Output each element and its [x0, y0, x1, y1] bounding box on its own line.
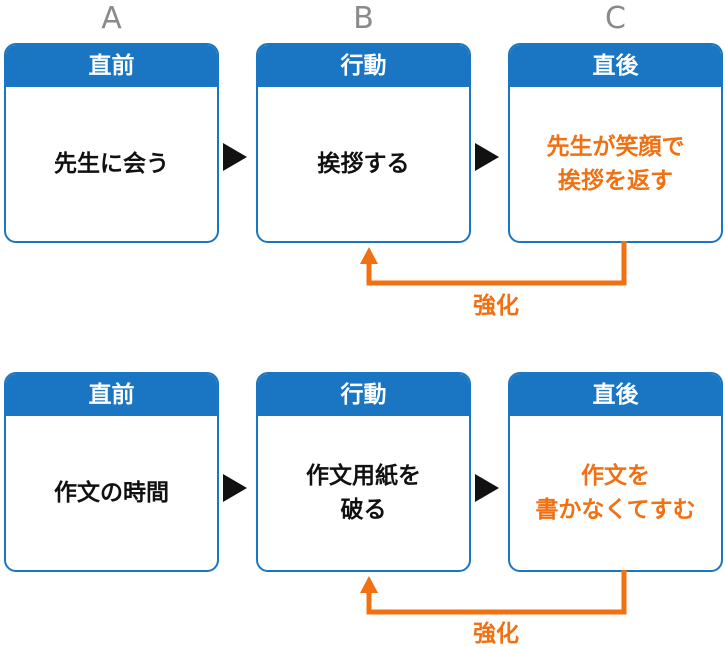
- row1-behavior-header: 行動: [258, 45, 469, 87]
- row1-consequence-box: 直後 先生が笑顔で 挨拶を返す: [508, 43, 723, 243]
- row2-reinforcement-label: 強化: [473, 621, 519, 647]
- row1-consequence-header: 直後: [510, 45, 721, 87]
- row2-behavior-box: 行動 作文用紙を 破る: [256, 372, 471, 572]
- row2-consequence-text: 作文を 書かなくてすむ: [535, 463, 696, 523]
- row2-consequence-header: 直後: [510, 374, 721, 416]
- row2-behavior-header: 行動: [258, 374, 469, 416]
- row2-antecedent-box: 直前 作文の時間: [4, 372, 219, 572]
- column-label-a: A: [101, 1, 122, 36]
- row1-flow-arrow-ab: [223, 143, 247, 171]
- row1-antecedent-box: 直前 先生に会う: [4, 43, 219, 243]
- column-label-c: C: [605, 1, 626, 36]
- row2-flow-arrow-ab: [223, 474, 247, 502]
- row1-antecedent-text: 先生に会う: [54, 151, 169, 177]
- row2-behavior-text: 作文用紙を 破る: [306, 463, 421, 523]
- row1-reinforcement-label: 強化: [473, 293, 519, 319]
- row1-behavior-text: 挨拶する: [317, 151, 410, 177]
- row1-flow-arrow-bc: [475, 143, 499, 171]
- row2-antecedent-text: 作文の時間: [54, 480, 169, 506]
- column-label-b: B: [353, 1, 374, 36]
- row2-antecedent-header: 直前: [6, 374, 217, 416]
- row1-antecedent-header: 直前: [6, 45, 217, 87]
- row2-consequence-box: 直後 作文を 書かなくてすむ: [508, 372, 723, 572]
- row1-behavior-box: 行動 挨拶する: [256, 43, 471, 243]
- row1-consequence-text: 先生が笑顔で 挨拶を返す: [546, 134, 685, 194]
- row2-flow-arrow-bc: [475, 474, 499, 502]
